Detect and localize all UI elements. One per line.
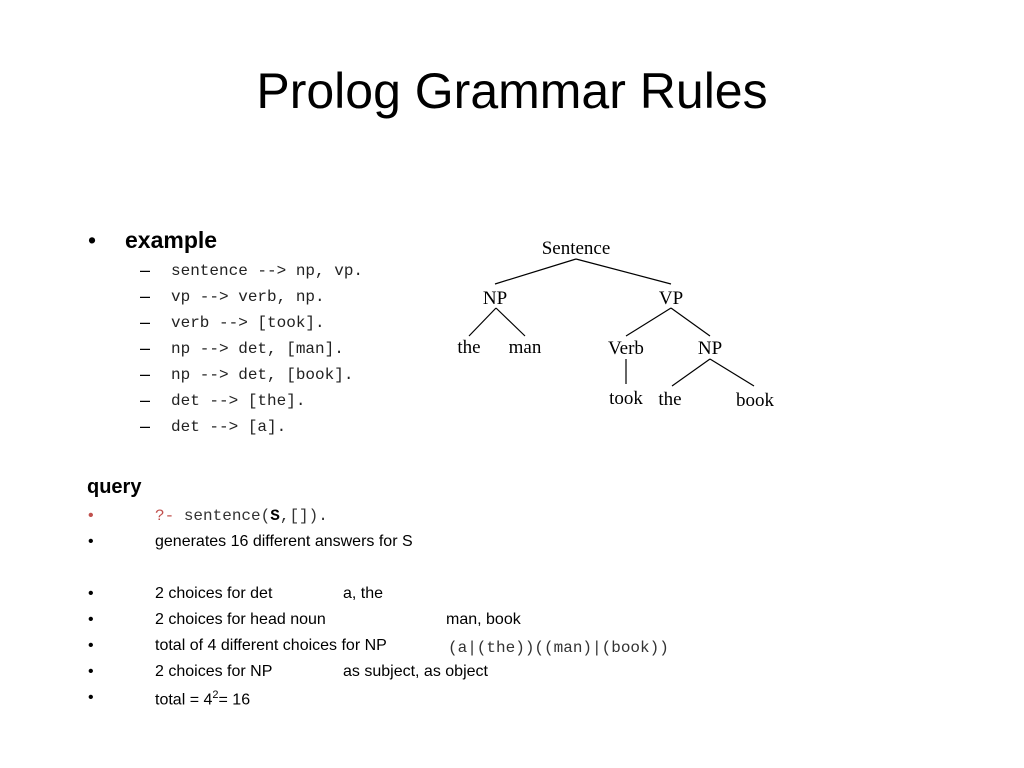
slide-title: Prolog Grammar Rules — [256, 63, 768, 119]
dash-marker: – — [140, 312, 151, 332]
tree-edge — [468, 307, 497, 337]
tree-leaf-book: book — [736, 390, 775, 411]
query-call-pre: sentence( — [183, 507, 271, 525]
rule-code: det --> [a]. — [171, 418, 287, 436]
query-heading: query — [87, 476, 142, 498]
bullet-marker: • — [88, 533, 94, 550]
total-text: total = 42= 16 — [155, 689, 250, 709]
bullet-marker: • — [88, 611, 94, 628]
dash-marker: – — [140, 338, 151, 358]
dash-marker: – — [140, 260, 151, 280]
total-exponent: 2 — [212, 689, 219, 701]
tree-edge — [670, 307, 711, 337]
query-call-post: ,[]). — [279, 507, 328, 525]
note-detail-code: (a|(the))((man)|(book)) — [448, 639, 669, 657]
tree-edges — [468, 258, 755, 387]
tree-edge — [575, 258, 672, 285]
tree-leaf-the: the — [658, 389, 681, 410]
query-variable: S — [270, 507, 280, 525]
note-text: 2 choices for det — [155, 585, 273, 602]
dash-marker: – — [140, 286, 151, 306]
dash-marker: – — [140, 416, 151, 436]
tree-leaf-the: the — [457, 337, 480, 358]
bullet-marker: • — [88, 663, 94, 680]
dash-marker: – — [140, 364, 151, 384]
total-pre: total = 4 — [155, 691, 213, 709]
rule-code: verb --> [took]. — [171, 314, 325, 332]
tree-node-np-object: NP — [698, 338, 722, 359]
tree-edge — [625, 307, 672, 337]
rule-code: sentence --> np, vp. — [171, 262, 364, 280]
rule-code: det --> [the]. — [171, 392, 306, 410]
note-detail: man, book — [446, 611, 521, 628]
total-post: = 16 — [218, 691, 251, 709]
note-text: total of 4 different choices for NP — [155, 637, 387, 654]
tree-node-np-subject: NP — [483, 288, 507, 309]
tree-edge — [494, 258, 577, 285]
bullet-marker: • — [88, 585, 94, 602]
bullet-marker: • — [88, 507, 94, 524]
note-text: 2 choices for head noun — [155, 611, 326, 628]
rule-code: np --> det, [book]. — [171, 366, 354, 384]
tree-leaf-man: man — [509, 337, 542, 358]
rule-code: vp --> verb, np. — [171, 288, 325, 306]
note-detail: as subject, as object — [343, 663, 488, 680]
parse-tree-diagram: Sentence NP VP the man Verb NP took the … — [457, 238, 775, 411]
dash-marker: – — [140, 390, 151, 410]
note-text: 2 choices for NP — [155, 663, 273, 680]
tree-leaf-took: took — [609, 388, 643, 409]
tree-node-verb: Verb — [608, 338, 644, 359]
tree-node-sentence: Sentence — [542, 238, 611, 259]
tree-edge — [709, 358, 755, 387]
note-detail: a, the — [343, 585, 384, 602]
bullet-marker: • — [88, 227, 97, 253]
tree-edge — [495, 307, 526, 337]
note-text: generates 16 different answers for S — [155, 533, 413, 550]
query-code: ?- sentence(S,[]). — [155, 507, 328, 525]
rule-code: np --> det, [man]. — [171, 340, 344, 358]
tree-edge — [671, 358, 711, 387]
example-heading: example — [125, 227, 218, 253]
query-prompt: ?- — [155, 507, 175, 525]
bullet-marker: • — [88, 689, 94, 706]
tree-node-vp: VP — [659, 288, 683, 309]
bullet-marker: • — [88, 637, 94, 654]
